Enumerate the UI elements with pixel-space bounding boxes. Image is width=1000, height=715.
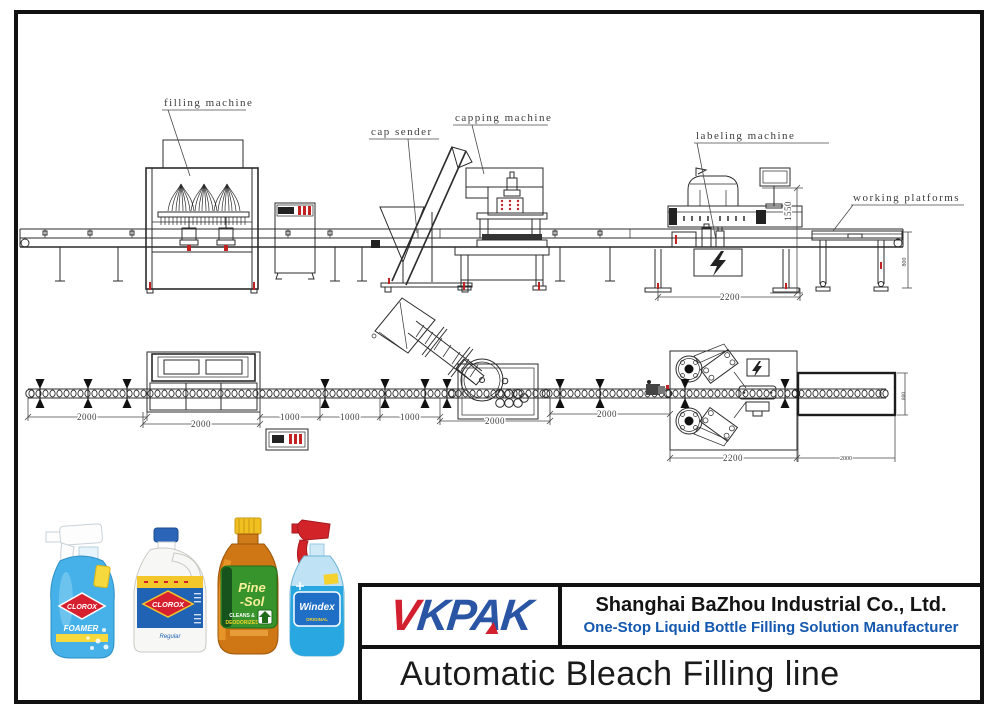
capping-machine-label: capping machine xyxy=(455,112,552,124)
clorox-foamer-spray-bottle: CLOROX FOAMER xyxy=(45,523,115,659)
working-platforms-label: working platforms xyxy=(853,192,960,204)
plan-dimensions: 2000 2000 1000 1000 1000 2000 2000 2200 … xyxy=(24,372,908,465)
dim-plan-mid-conveyor: 2000 xyxy=(597,409,617,419)
dim-plan-gap-3: 1000 xyxy=(400,412,420,422)
control-cabinet-elevation xyxy=(274,202,316,280)
elevation-dimensions: 1550 2200 800 xyxy=(654,184,912,304)
dim-plan-capping: 2000 xyxy=(485,416,505,426)
dim-elevation-platform-height: 800 xyxy=(902,258,908,267)
filling-machine-label: filling machine xyxy=(164,97,253,109)
windex-variant-text: ORIGINAL xyxy=(306,617,328,622)
dim-plan-gap-1: 1000 xyxy=(280,412,300,422)
label-applicator-head xyxy=(738,385,777,417)
title-block-title-row: Automatic Bleach Filling line xyxy=(362,649,980,700)
conveyor-legs xyxy=(55,247,615,282)
dim-elevation-labeling-height: 1550 xyxy=(783,201,793,221)
elevator-rungs xyxy=(415,324,479,378)
filling-machine-plan xyxy=(146,351,261,413)
dim-plan-filling: 2000 xyxy=(191,419,211,429)
capping-machine-elevation xyxy=(454,167,550,291)
clorox-jug-variant-text: Regular xyxy=(159,634,181,640)
title-block-header-row: VKPAK Shanghai BaZhou Industrial Co., Lt… xyxy=(362,587,980,649)
company-tagline: One-Stop Liquid Bottle Filling Solution … xyxy=(583,619,959,636)
dim-plan-platform-length: 2000 xyxy=(840,456,852,462)
plan-conveyor xyxy=(25,378,889,409)
vkpak-logo: VKPAK xyxy=(387,591,534,640)
label-reel-bottom xyxy=(675,407,703,435)
company-cell: Shanghai BaZhou Industrial Co., Ltd. One… xyxy=(562,587,980,645)
clorox-bleach-jug: CLOROX Regular xyxy=(133,527,207,653)
cap-sender-label: cap sender xyxy=(371,126,433,138)
dim-plan-labeling: 2200 xyxy=(723,453,743,463)
control-cabinet-plan xyxy=(265,428,309,451)
labeling-machine-plan xyxy=(669,343,798,451)
cap-sender-plan xyxy=(371,297,483,384)
plan-view: 2000 2000 1000 1000 1000 2000 2000 2200 … xyxy=(24,297,908,465)
lightning-icon xyxy=(752,361,762,377)
product-samples-image: CLOROX FOAMER CLOROX Regular xyxy=(45,517,345,659)
cap-sender-elevation xyxy=(379,146,473,293)
clorox-jug-brand-text: CLOROX xyxy=(152,600,185,609)
conveyor-drive-pump xyxy=(646,380,669,395)
caps-on-turntable xyxy=(495,389,529,408)
title-block: VKPAK Shanghai BaZhou Industrial Co., Lt… xyxy=(358,583,984,704)
dim-plan-gap-2: 1000 xyxy=(340,412,360,422)
clorox-foamer-brand-text: CLOROX xyxy=(67,604,98,611)
labeling-machine-label: labeling machine xyxy=(696,130,795,142)
logo-cell: VKPAK xyxy=(362,587,562,645)
capping-table xyxy=(454,246,550,291)
pine-sol-bottle: Pine -Sol CLEANS & DEODORIZES xyxy=(217,517,279,655)
pine-sol-claim-line2: DEODORIZES xyxy=(225,620,259,626)
pine-sol-brand-line1: Pine xyxy=(238,580,265,595)
dim-plan-infeed: 2000 xyxy=(77,412,97,422)
labeler-monitor xyxy=(759,167,791,209)
company-name: Shanghai BaZhou Industrial Co., Ltd. xyxy=(595,594,947,616)
pine-sol-house-icon xyxy=(257,609,273,625)
dim-plan-platform-width: 800 xyxy=(901,392,907,401)
filling-machine-elevation xyxy=(145,139,259,294)
elevation-conveyor xyxy=(19,228,904,282)
elevation-view: filling machine cap sender capping machi… xyxy=(19,97,964,304)
drawing-title: Automatic Bleach Filling line xyxy=(400,655,840,693)
labeling-machine-elevation xyxy=(644,167,803,293)
working-platform-elevation xyxy=(811,230,903,292)
filling-line-diagram: filling machine cap sender capping machi… xyxy=(19,97,964,465)
windex-brand-text: Windex xyxy=(299,602,335,613)
windex-spray-bottle: Windex ORIGINAL xyxy=(289,519,345,657)
pine-sol-brand-line2: -Sol xyxy=(240,594,265,609)
filling-nozzle-hoses xyxy=(167,183,241,212)
clorox-foamer-variant-text: FOAMER xyxy=(64,624,99,633)
label-reel-top xyxy=(675,355,703,383)
filling-heads xyxy=(179,217,236,251)
capper-indicator-dots xyxy=(500,199,520,211)
elevation-labels: filling machine cap sender capping machi… xyxy=(162,97,964,241)
working-platform-plan xyxy=(796,371,897,417)
pine-sol-claim-line1: CLEANS & xyxy=(229,613,255,619)
dim-elevation-labeling-length: 2200 xyxy=(720,292,740,302)
lightning-icon xyxy=(710,251,726,276)
logo-letters-kpak: KPAK xyxy=(414,591,534,640)
